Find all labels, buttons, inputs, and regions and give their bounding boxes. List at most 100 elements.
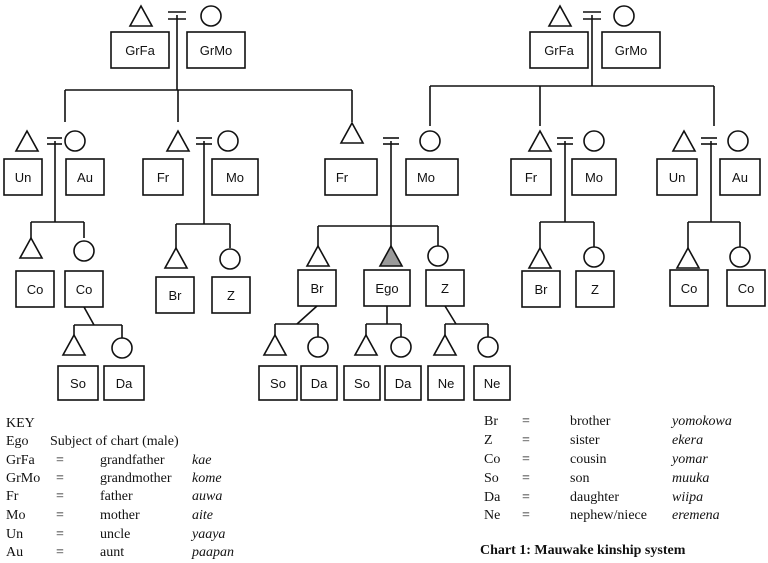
cousin-box-right-1 <box>669 269 709 307</box>
cousin-triangle-right <box>675 246 701 269</box>
uncle-box-left <box>3 158 43 196</box>
key-title: KEY <box>6 416 35 431</box>
paternal-aunt-son-box <box>155 276 195 314</box>
sister-daughter-box <box>473 365 511 401</box>
key-gloss: yomokowa <box>672 414 732 429</box>
aunt-label-right: Au <box>732 170 748 185</box>
grandfather-triangle-left <box>128 4 154 27</box>
brother-son-label: So <box>270 376 286 391</box>
key-abbr: Da <box>484 490 501 505</box>
key-row-nephew-niece: Ne = nephew/niece eremena <box>484 508 764 526</box>
uncle-label-left: Un <box>15 170 32 185</box>
cousin-label-right-1: Co <box>681 281 698 296</box>
key-abbr: GrMo <box>6 471 41 486</box>
key-meaning: father <box>100 489 133 504</box>
mother-box <box>405 158 459 196</box>
key-row-cousin: Co = cousin yomar <box>484 452 764 470</box>
key-meaning: aunt <box>100 545 125 560</box>
key-eq: = <box>56 453 64 468</box>
maternal-father-triangle <box>527 129 553 152</box>
uncle-triangle-left <box>14 129 40 152</box>
key-row-sister: Z = sister ekera <box>484 433 764 451</box>
key-gloss: yomar <box>672 452 708 467</box>
paternal-aunt-son-triangle <box>163 246 189 269</box>
key-row-son: So = son muuka <box>484 471 764 489</box>
key-abbr: So <box>484 471 499 486</box>
brother-triangle <box>305 244 331 267</box>
sister-daughter-circle <box>477 336 499 358</box>
mother-label: Mo <box>417 170 435 185</box>
uncle-triangle-right <box>671 129 697 152</box>
key-meaning: sister <box>570 433 600 448</box>
maternal-son-label: Br <box>535 282 549 297</box>
key-eq: = <box>56 489 64 504</box>
sister-son-box <box>427 365 465 401</box>
sister-son-triangle <box>432 333 458 356</box>
key-eq: = <box>522 508 530 523</box>
key-eq: = <box>522 433 530 448</box>
aunt-box-right <box>719 158 761 196</box>
maternal-son-triangle <box>527 246 553 269</box>
grandmother-circle-left <box>200 5 222 27</box>
key-row-brother: Br = brother yomokowa <box>484 414 764 432</box>
grandfather-box-left <box>110 31 170 69</box>
key-gloss: kae <box>192 453 212 468</box>
maternal-mother-circle <box>583 130 605 152</box>
maternal-daughter-label: Z <box>591 282 599 297</box>
brother-son-triangle <box>262 333 288 356</box>
maternal-daughter-circle <box>583 246 605 268</box>
paternal-aunt-daughter-box <box>211 276 251 314</box>
key-eq: = <box>56 545 64 560</box>
paternal-aunt-couple: Fr Mo <box>142 129 259 224</box>
key-gloss: eremena <box>672 508 720 523</box>
paternal-aunt-husband-triangle <box>165 129 191 152</box>
key-meaning: mother <box>100 508 140 523</box>
grandmother-box-right <box>601 31 661 69</box>
cousin-son-label: So <box>70 376 86 391</box>
uncle-box-right <box>656 158 698 196</box>
father-box <box>324 158 378 196</box>
maternal-mother-box <box>571 158 617 196</box>
key-gloss: paapan <box>192 545 234 560</box>
grandmother-circle-right <box>613 5 635 27</box>
cousin-daughter-circle <box>111 337 133 359</box>
key-abbr: GrFa <box>6 453 35 468</box>
grandmother-label-left: GrMo <box>200 43 233 58</box>
key-abbr: Co <box>484 452 501 467</box>
key-meaning: brother <box>570 414 611 429</box>
key-row-daughter: Da = daughter wiipa <box>484 490 764 508</box>
key-gloss: muuka <box>672 471 710 486</box>
brother-box <box>297 269 337 307</box>
key-gloss: ekera <box>672 433 704 448</box>
key-eq: = <box>522 471 530 486</box>
ego-son-label: So <box>354 376 370 391</box>
key-eq: = <box>522 414 530 429</box>
brother-daughter-label: Da <box>311 376 328 391</box>
key-gloss: auwa <box>192 489 223 504</box>
key-meaning: cousin <box>570 452 607 467</box>
ego-daughter-box <box>384 365 422 401</box>
key-abbr: Un <box>6 527 24 542</box>
key-abbr: Mo <box>6 508 26 523</box>
paternal-aunt-husband-box <box>142 158 184 196</box>
sister-label: Z <box>441 281 449 296</box>
key-eq: = <box>56 527 64 542</box>
mother-circle <box>419 130 441 152</box>
sister-son-label: Ne <box>438 376 455 391</box>
paternal-aunt-box <box>211 158 259 196</box>
father-label: Fr <box>336 170 349 185</box>
key-row-uncle: Un = uncle yaaya <box>6 527 296 545</box>
cousin-daughter-box <box>103 365 145 401</box>
key-eq: = <box>522 490 530 505</box>
uncle-aunt-couple-right: Un Au <box>656 129 761 222</box>
ego-son-triangle <box>353 333 379 356</box>
maternal-father-label: Fr <box>525 170 538 185</box>
cousin-box-left-1 <box>15 270 55 308</box>
cousin-box-left-2 <box>64 270 104 308</box>
brother-daughter-box <box>300 365 338 401</box>
key-meaning: son <box>570 471 590 486</box>
uncle-aunt-couple-left: Un Au <box>3 129 105 222</box>
maternal-uncle-couple: Fr Mo <box>510 129 617 222</box>
grandfather-label-left: GrFa <box>125 43 155 58</box>
ego-label: Ego <box>375 281 398 296</box>
